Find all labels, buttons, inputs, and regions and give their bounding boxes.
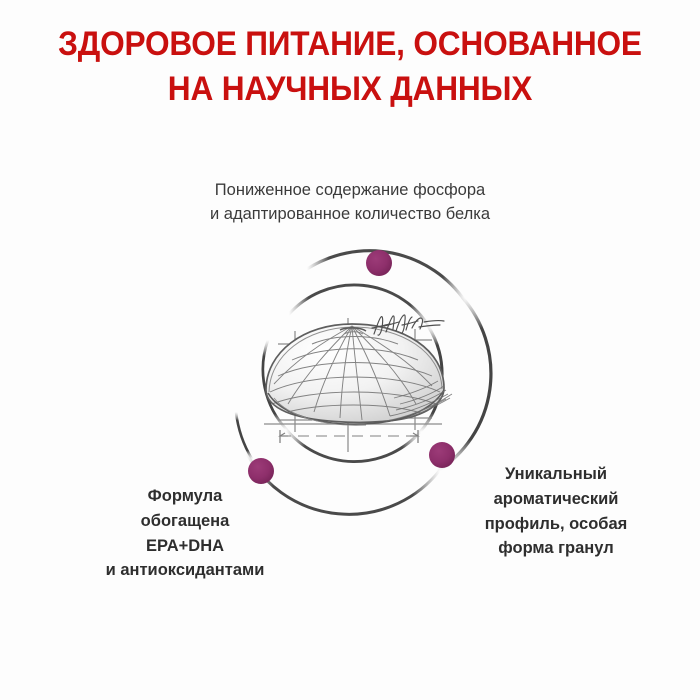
feature-caption-right: Уникальный ароматический профиль, особая… [484,465,628,558]
handwritten-annotation [371,314,445,336]
kibble-wireframe-sketch [265,323,453,426]
accent-dots [248,250,455,484]
feature-caption-top: Пониженное содержание фосфора и адаптиро… [209,181,491,224]
crosshair-dimension-marks [264,318,442,452]
feature-caption-left: Формула обогащена EPA+DHA и антиоксидант… [105,487,265,580]
dot-left [248,458,274,484]
page-title: ЗДОРОВОЕ ПИТАНИЕ, ОСНОВАННОЕ НА НАУЧНЫХ … [58,25,642,109]
dot-top [366,250,392,276]
inner-ring [261,283,444,463]
